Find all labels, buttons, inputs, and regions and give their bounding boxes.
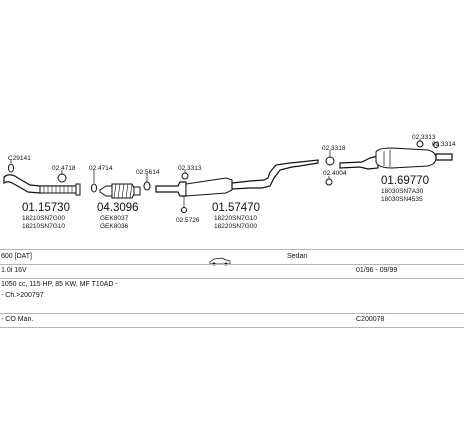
oem-ref-5: 18220SN7G10 [214,215,257,222]
vehicle-catalyst: - CO Man. [1,316,34,323]
part-number-01-69770: 01.69770 [381,175,429,187]
vehicle-years: 01/96 - 09/99 [356,267,398,274]
vehicle-spec: 1050 cc, 115 HP, 85 KW, MF T10AD - [1,281,118,288]
clamp-02-3314[interactable] [433,142,439,148]
vehicle-model: 600 [DAT] [1,253,32,260]
vehicle-row-spec: 1050 cc, 115 HP, 85 KW, MF T10AD - [0,279,464,291]
oem-ref-7: 18030SN7A30 [381,188,424,195]
label-02-3313-rear: 02.3313 [412,134,436,141]
label-c29141: C29141 [8,155,31,162]
front-pipe-part[interactable] [3,174,81,196]
label-02-3313: 02.3313 [178,165,202,172]
label-02-4718: 02.4718 [52,165,76,172]
label-02-5726: 02.5726 [176,217,200,224]
label-02-3318: 02.3318 [322,145,346,152]
separator [0,327,464,328]
vehicle-engine: 1.0i 16V [1,267,27,274]
clamp-02-5726[interactable] [181,196,187,213]
clamp-02-3313-rear[interactable] [416,139,424,148]
vehicle-body: Sedan [287,253,308,260]
clamp-02-4004[interactable] [325,176,333,186]
oem-ref-4: GEK8036 [100,223,129,230]
clamp-02-3318[interactable] [325,150,335,166]
clamp-02-4714[interactable] [91,170,97,193]
vehicle-row-chassis: - Ch.>200797 [0,290,464,302]
part-number-01-57470: 01.57470 [212,202,260,214]
label-02-4004: 02.4004 [323,170,347,177]
middle-silencer-part[interactable] [155,159,319,197]
clamp-02-4718[interactable] [57,170,67,183]
oem-ref-3: GEK8037 [100,215,129,222]
separator [0,249,464,250]
part-number-01-15730: 01.15730 [22,202,70,214]
label-02-5614: 02.5614 [136,169,160,176]
vehicle-row-engine: 1.0i 16V 01/96 - 09/99 [0,265,464,277]
vehicle-row-model: 600 [DAT] Sedan [0,251,464,263]
part-number-04-3096: 04.3096 [97,202,139,214]
separator [0,313,464,314]
gasket-02-5614[interactable] [143,174,151,191]
vehicle-row-catalyst: - CO Man. C200078 [0,314,464,326]
label-02-3314: 02.3314 [432,141,456,148]
catalytic-converter-part[interactable] [99,183,141,199]
gasket-c29141[interactable] [8,163,14,173]
rear-silencer-part[interactable] [339,147,453,170]
oem-ref-2: 18210SN7G10 [22,223,65,230]
oem-ref-1: 18210SN7G00 [22,215,65,222]
vehicle-ref: C200078 [356,316,385,323]
separator [0,278,464,279]
oem-ref-6: 18220SN7G00 [214,223,257,230]
separator [0,264,464,265]
clamp-02-3313[interactable] [181,170,189,180]
label-02-4714: 02.4714 [89,165,113,172]
oem-ref-8: 18030SN4535 [381,196,423,203]
vehicle-chassis: - Ch.>200797 [1,292,44,299]
